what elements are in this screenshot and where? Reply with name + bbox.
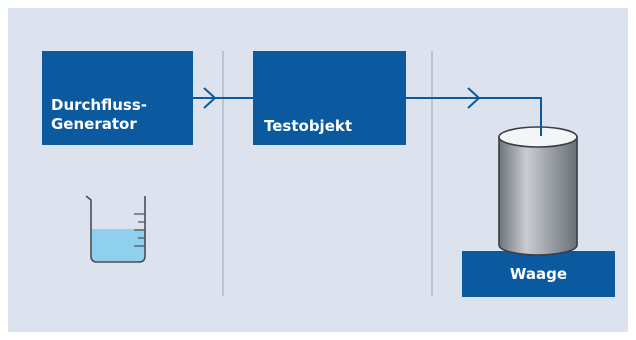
flow-generator-label: Durchfluss- Generator [51,96,147,133]
test-object-block: Testobjekt [253,51,406,145]
cylinder-vessel-icon [498,126,578,256]
flow-generator-block: Durchfluss- Generator [42,51,193,145]
beaker-icon [85,195,146,263]
test-object-label: Testobjekt [264,117,353,135]
arrow-icon [203,87,217,109]
scale-label: Waage [509,265,568,283]
arrow-icon-2 [467,87,481,109]
scale-block: Waage [462,251,615,297]
